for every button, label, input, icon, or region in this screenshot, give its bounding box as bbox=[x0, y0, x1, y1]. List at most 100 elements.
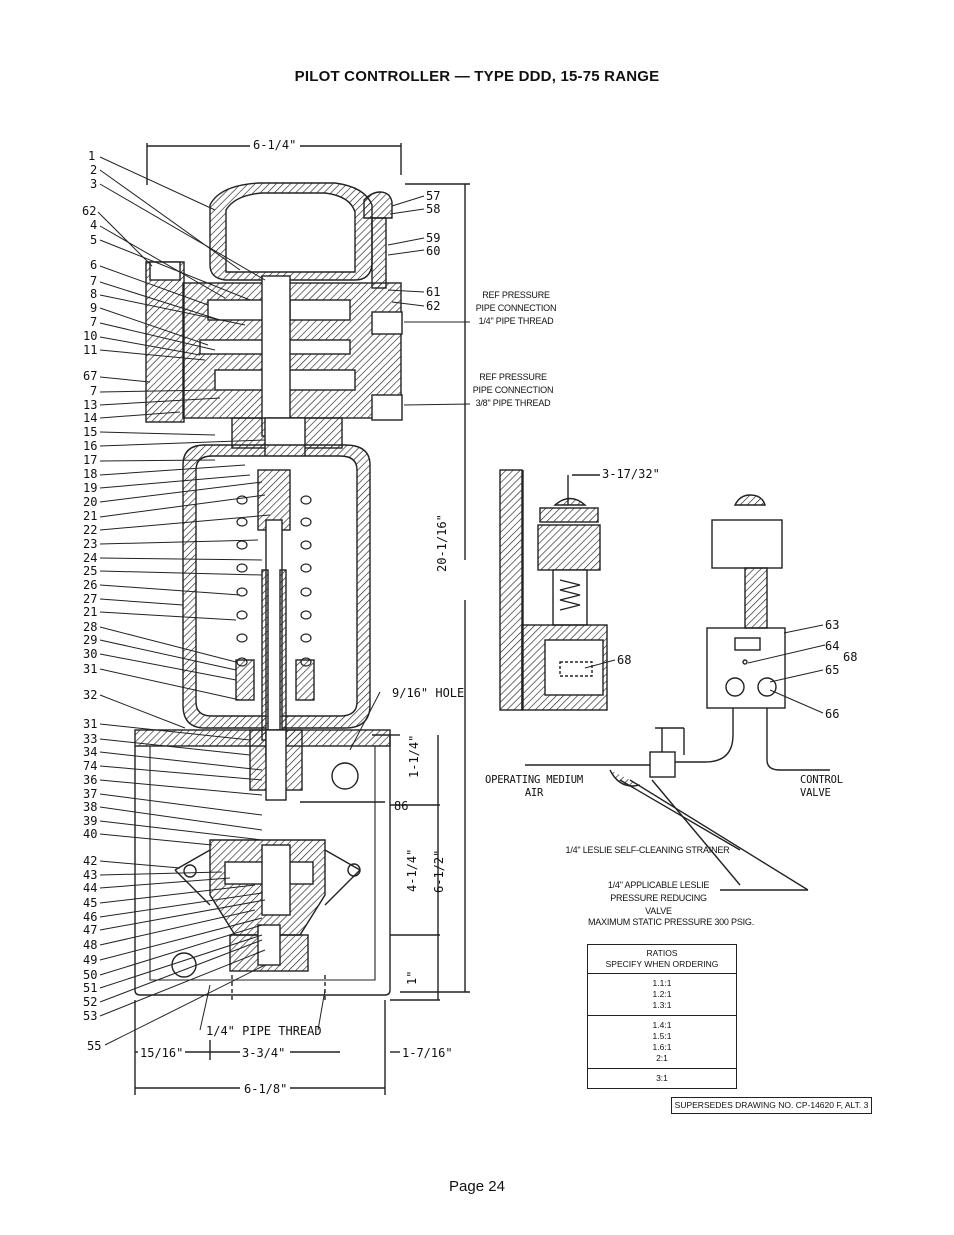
callout-label: 65 bbox=[825, 663, 840, 677]
callout-label: 24 bbox=[83, 551, 98, 565]
callout-label: 67 bbox=[83, 369, 98, 383]
dimension-15-16: 15/16" bbox=[140, 1046, 184, 1060]
ratio-group: 1.1:1 1.2:1 1.3:1 bbox=[588, 974, 736, 1016]
callout-label: 62 bbox=[82, 204, 97, 218]
dimension-hole: 9/16" HOLE bbox=[392, 686, 465, 700]
callout-label: 25 bbox=[83, 564, 98, 578]
callout-label: 42 bbox=[83, 854, 98, 868]
callout-label: 36 bbox=[83, 773, 98, 787]
callout-label: 7 bbox=[90, 274, 98, 288]
callout-label: 46 bbox=[83, 910, 98, 924]
callout-label: 7 bbox=[90, 384, 98, 398]
callout-label: 45 bbox=[83, 896, 98, 910]
control-valve-label: CONTROL VALVE bbox=[800, 774, 866, 800]
note-line: PRESSURE REDUCING VALVE bbox=[610, 893, 707, 916]
page-number: Page 24 bbox=[449, 1178, 505, 1195]
callout-label: 47 bbox=[83, 923, 98, 937]
callout-label: 16 bbox=[83, 439, 98, 453]
max-static-pressure-note: MAXIMUM STATIC PRESSURE 300 PSIG. bbox=[587, 917, 755, 927]
dimension-4-1-4: 4-1/4" bbox=[405, 848, 419, 892]
callout-label: 61 bbox=[426, 285, 441, 299]
callout-label: 19 bbox=[83, 481, 98, 495]
page-title: PILOT CONTROLLER — TYPE DDD, 15-75 RANGE bbox=[294, 68, 660, 85]
note-line: REF PRESSURE bbox=[479, 372, 547, 382]
callout-label: 53 bbox=[83, 1009, 98, 1023]
strainer-note: 1/4" LESLIE SELF-CLEANING STRAINER bbox=[565, 845, 730, 855]
callout-label: 60 bbox=[426, 244, 441, 258]
dimension-1-1-4: 1-1/4" bbox=[407, 734, 421, 778]
callout-label: 3 bbox=[90, 177, 98, 191]
callout-label: 38 bbox=[83, 800, 98, 814]
callout-label: 15 bbox=[83, 425, 98, 439]
dimension-pipe-thread: 1/4" PIPE THREAD bbox=[206, 1024, 322, 1038]
callout-label: 68 bbox=[617, 653, 632, 667]
callout-label: 49 bbox=[83, 953, 98, 967]
callout-label: 59 bbox=[426, 231, 441, 245]
note-line: CONTROL bbox=[800, 774, 843, 786]
callout-label: 8 bbox=[90, 287, 98, 301]
callout-label: 31 bbox=[83, 717, 98, 731]
ratio-value: 2:1 bbox=[656, 1053, 668, 1063]
ratio-table: RATIOS SPECIFY WHEN ORDERING 1.1:1 1.2:1… bbox=[587, 944, 737, 1089]
callout-label: 23 bbox=[83, 537, 98, 551]
callout-label: 33 bbox=[83, 732, 98, 746]
ratio-value: 1.6:1 bbox=[652, 1042, 672, 1052]
callout-label: 14 bbox=[83, 411, 98, 425]
callout-label: 7 bbox=[90, 315, 98, 329]
note-line: AIR bbox=[524, 787, 544, 799]
callout-label: 18 bbox=[83, 467, 98, 481]
ratio-table-header: RATIOS SPECIFY WHEN ORDERING bbox=[588, 945, 736, 974]
callout-label: 62 bbox=[426, 299, 441, 313]
ratio-header-line: RATIOS bbox=[646, 948, 678, 958]
callout-label: 37 bbox=[83, 787, 98, 801]
callout-label: 64 bbox=[825, 639, 840, 653]
ratio-group: 1.4:1 1.5:1 1.6:1 2:1 bbox=[588, 1016, 736, 1069]
callout-label: 1 bbox=[88, 149, 96, 163]
supersedes-note: SUPERSEDES DRAWING NO. CP-14620 F, ALT. … bbox=[671, 1097, 872, 1114]
callout-label: 48 bbox=[83, 938, 98, 952]
callout-label: 66 bbox=[825, 707, 840, 721]
ratio-value: 1.4:1 bbox=[652, 1020, 672, 1030]
callout-label: 21 bbox=[83, 605, 98, 619]
callout-label: 40 bbox=[83, 827, 98, 841]
callout-label: 11 bbox=[83, 343, 98, 357]
operating-medium-label: OPERATING MEDIUM AIR bbox=[478, 774, 590, 800]
note-line: 1/4" APPLICABLE LESLIE bbox=[607, 880, 710, 890]
callout-label: 31 bbox=[83, 662, 98, 676]
dimension-3-3-4: 3-3/4" bbox=[242, 1046, 286, 1060]
ratio-group: 3:1 bbox=[588, 1069, 736, 1088]
callout-label: 22 bbox=[83, 523, 98, 537]
dimension-side-width: 3-17/32" bbox=[602, 467, 660, 481]
callout-label: 58 bbox=[426, 202, 441, 216]
note-line: OPERATING MEDIUM bbox=[485, 774, 583, 786]
note-line: REF PRESSURE bbox=[482, 290, 550, 300]
callout-label: 30 bbox=[83, 647, 98, 661]
dimension-6-1-2: 6-1/2" bbox=[432, 849, 446, 893]
reducing-valve-note: 1/4" APPLICABLE LESLIE PRESSURE REDUCING… bbox=[596, 879, 721, 918]
callout-label: 20 bbox=[83, 495, 98, 509]
ratio-value: 1.5:1 bbox=[652, 1031, 672, 1041]
callout-label: 57 bbox=[426, 189, 441, 203]
callout-label: 13 bbox=[83, 398, 98, 412]
ratio-value: 1.3:1 bbox=[652, 1000, 672, 1010]
callout-label: 9 bbox=[90, 301, 98, 315]
note-line: PIPE CONNECTION bbox=[475, 303, 557, 313]
callout-label: 28 bbox=[83, 620, 98, 634]
dimension-1-7-16: 1-7/16" bbox=[402, 1046, 453, 1060]
ratio-value: 1.1:1 bbox=[652, 978, 672, 988]
callout-label: 39 bbox=[83, 814, 98, 828]
dimension-1: 1" bbox=[405, 970, 419, 985]
callout-label: 10 bbox=[83, 329, 98, 343]
callout-label: 74 bbox=[83, 759, 98, 773]
callout-label: 21 bbox=[83, 509, 98, 523]
callout-label: 2 bbox=[90, 163, 98, 177]
note-line: VALVE bbox=[800, 787, 831, 799]
callout-label: 68 bbox=[843, 650, 858, 664]
callout-label: 5 bbox=[90, 233, 98, 247]
callout-label: 44 bbox=[83, 881, 98, 895]
callout-label: 52 bbox=[83, 995, 98, 1009]
callout-label: 29 bbox=[83, 633, 98, 647]
callout-label: 6 bbox=[90, 258, 98, 272]
dimension-6-1-8: 6-1/8" bbox=[244, 1082, 288, 1096]
